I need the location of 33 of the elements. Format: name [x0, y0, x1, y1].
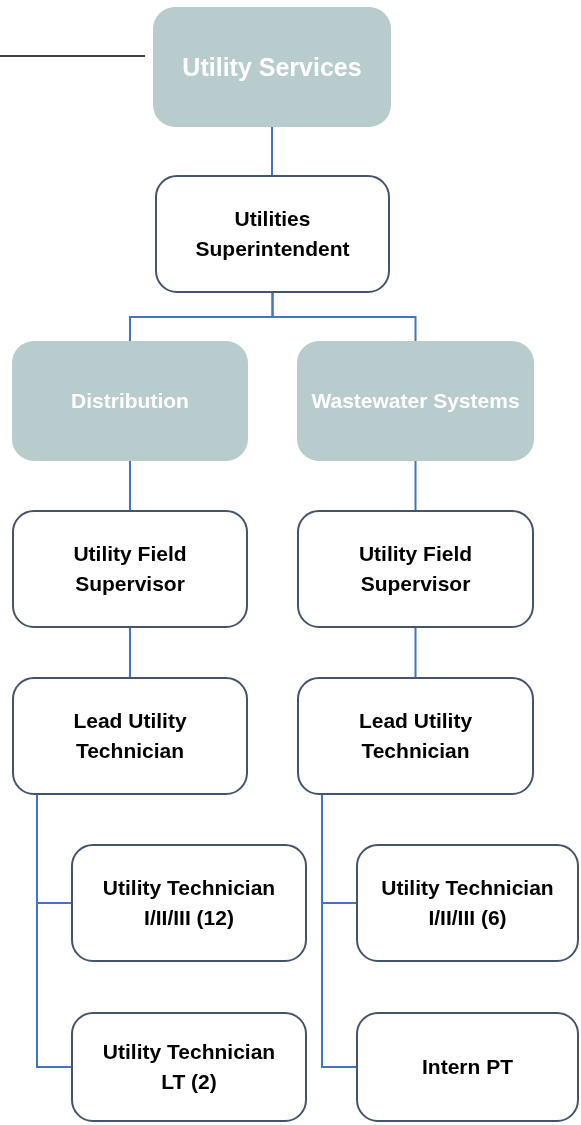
position-title: Utility Field Supervisor: [72, 540, 188, 597]
position-title: Wastewater Systems: [311, 387, 520, 414]
connector-line: [271, 292, 417, 342]
line: [0, 55, 146, 57]
position-title: Utilities Superintendent: [194, 205, 351, 262]
position-title: Utility Services: [182, 51, 362, 83]
position-title: Utility Field Supervisor: [357, 540, 474, 597]
position-title: Utility Technician LT (2): [101, 1038, 277, 1095]
position-title: Intern PT: [422, 1053, 513, 1080]
position-title: Utility Technician I/II/III (12): [101, 874, 277, 931]
position-box: [12, 510, 248, 628]
position-box: [155, 175, 390, 293]
department-box: [12, 341, 248, 461]
connector-line: [129, 627, 131, 678]
position-title: Lead Utility Technician: [72, 707, 188, 764]
position-box: [12, 677, 248, 795]
position-title: Utility Technician I/II/III (6): [380, 874, 555, 931]
position-box: [297, 510, 534, 628]
connector-line: [129, 460, 131, 511]
connector-line: [414, 460, 417, 511]
position-box: [71, 1012, 307, 1122]
position-box: [297, 677, 534, 795]
position-box: [356, 1012, 579, 1122]
department-box: [153, 7, 391, 127]
position-title: Lead Utility Technician: [357, 707, 474, 764]
connector-line: [36, 794, 72, 1068]
department-box: [297, 341, 534, 461]
position-box: [71, 844, 307, 962]
position-title: Distribution: [71, 387, 189, 414]
connector-line: [271, 126, 273, 176]
connector-line: [414, 627, 417, 678]
position-box: [356, 844, 579, 962]
connector-line: [321, 794, 357, 1068]
